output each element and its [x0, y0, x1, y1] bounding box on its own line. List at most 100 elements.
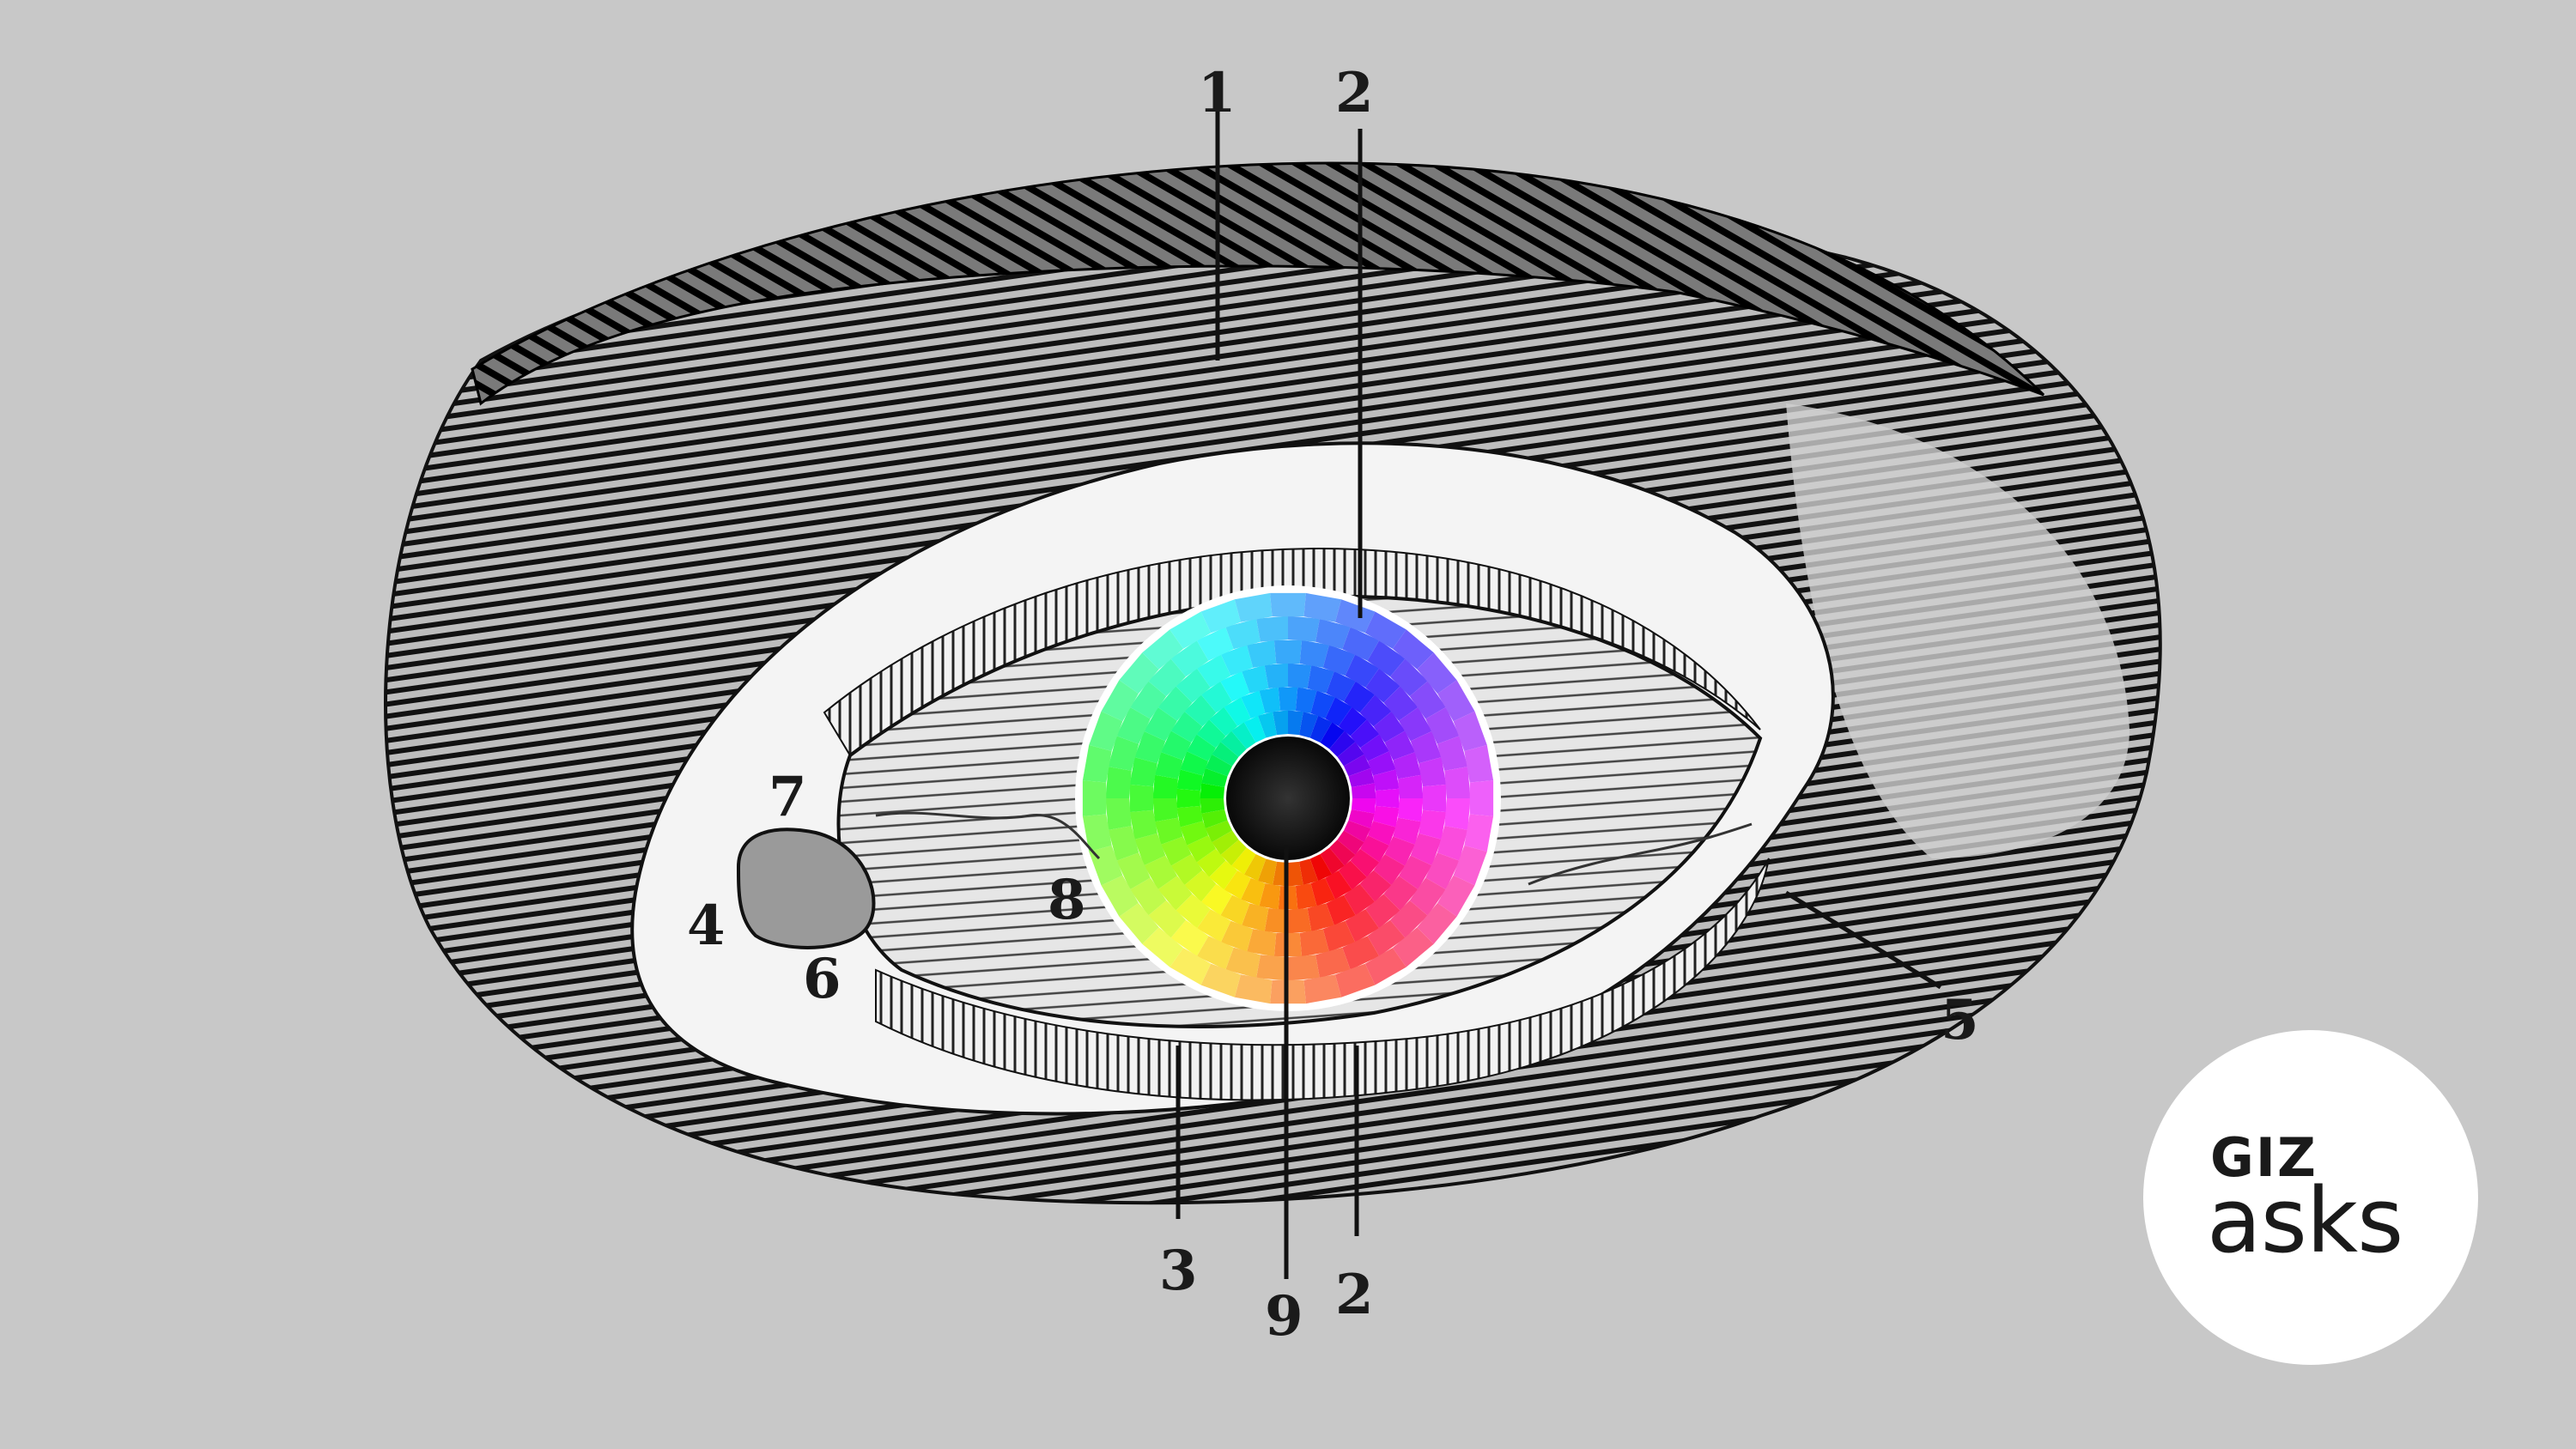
iris-segment [1310, 877, 1335, 906]
iris-segment [1196, 848, 1226, 877]
iris-segment [1392, 629, 1434, 670]
iris-segment [1299, 640, 1329, 668]
iris-segment [1119, 652, 1159, 694]
iris-segment [1234, 592, 1273, 622]
iris-segment [1464, 744, 1494, 783]
iris-segment [1309, 854, 1333, 882]
iris-segment [1243, 715, 1267, 743]
vein-left [875, 811, 1101, 860]
iris-segment [1220, 645, 1254, 676]
iris-segment [1344, 820, 1371, 843]
iris-segment [1398, 798, 1424, 822]
iris-segment [1105, 798, 1132, 830]
label-4: 4 [687, 894, 726, 958]
iris-segment [1425, 852, 1460, 890]
iris-segment [1170, 640, 1209, 677]
iris-segment [1419, 809, 1447, 840]
iris-segment [1184, 870, 1217, 902]
iris-segment [1242, 903, 1269, 932]
iris-segment [1422, 784, 1447, 813]
iris-segment [1342, 627, 1380, 661]
iris-segment [1231, 722, 1256, 749]
iris-segment [1101, 680, 1139, 722]
iris-segment [1338, 860, 1367, 890]
iris-segment [1335, 599, 1376, 634]
iris-segment [1257, 712, 1277, 738]
iris-segment [1444, 767, 1471, 798]
iris-segment [1299, 929, 1329, 957]
iris-segment [1453, 846, 1487, 886]
iris-segment [1360, 734, 1389, 761]
iris-segment [1089, 711, 1123, 751]
iris-segment [1464, 814, 1494, 852]
iris-segment [1224, 870, 1251, 900]
iris-segment [1384, 731, 1415, 761]
iris-segment [1365, 668, 1400, 703]
iris-segment [1307, 903, 1334, 932]
iris-segment [1393, 817, 1422, 845]
iris-segment [1247, 929, 1277, 957]
iris-segment [1344, 754, 1371, 777]
iris-segment [1288, 955, 1320, 981]
iris-segment [1196, 654, 1231, 688]
iris-segment [1270, 592, 1306, 617]
iris [1075, 585, 1501, 1011]
iris-segment [1322, 645, 1356, 676]
iris-segment [1196, 909, 1231, 943]
iris-segment [1257, 858, 1277, 885]
iris-segment [1200, 883, 1232, 916]
iris-segment [1338, 706, 1367, 737]
iris-segment [1200, 963, 1241, 997]
iris-segment [1148, 658, 1187, 697]
iris-segment [1342, 936, 1380, 970]
iris-segment [1350, 719, 1380, 749]
iris-segment [1437, 826, 1468, 861]
iris-segment [1310, 690, 1335, 719]
iris-segment [1259, 687, 1281, 713]
iris-segment [1373, 711, 1406, 743]
iris-segment [1200, 783, 1225, 798]
iris-segment [1359, 694, 1392, 727]
iris-segment [1247, 640, 1277, 668]
iris-segment [1082, 814, 1112, 852]
badge-bottom-text: asks [2207, 1168, 2403, 1273]
iris-segment [1130, 877, 1167, 916]
iris-segment [1200, 599, 1241, 634]
iris-segment [1295, 687, 1317, 713]
iris-segment [1200, 798, 1225, 814]
label-8: 8 [1048, 868, 1086, 932]
leader-lines [1176, 103, 1942, 1279]
iris-segment [1176, 769, 1203, 791]
iris-segment [1242, 664, 1269, 694]
iris-segment [1170, 948, 1212, 985]
iris-segment [1320, 847, 1345, 875]
vein-right [1528, 822, 1753, 886]
iris-segment [1337, 742, 1364, 767]
iris-segment [1170, 711, 1203, 743]
iris-segment [1170, 919, 1209, 956]
iris-segment [1148, 900, 1187, 938]
iris-segment [1307, 664, 1334, 694]
iris-segment [1425, 706, 1460, 744]
iris-segment [1417, 902, 1457, 944]
iris-segment [1348, 809, 1375, 829]
iris-segment [1176, 788, 1200, 809]
iris-segment [1161, 836, 1192, 866]
iris-segment [1234, 974, 1273, 1004]
iris-segment [1364, 611, 1406, 649]
iris-segment [1367, 751, 1396, 776]
iris-segment [1264, 908, 1288, 934]
iris-segment [1082, 780, 1107, 816]
iris-segment [1187, 835, 1216, 863]
iris-segment [1365, 894, 1400, 929]
iris-segment [1201, 767, 1228, 787]
iris-segment [1344, 883, 1376, 916]
iris-segment [1410, 731, 1442, 764]
iris-segment [1360, 835, 1389, 863]
iris-segment [1129, 809, 1157, 840]
iris-segment [1225, 618, 1261, 650]
iris-segment [1259, 883, 1281, 910]
iris-segment [1161, 731, 1192, 761]
iris-segment [1295, 883, 1317, 910]
